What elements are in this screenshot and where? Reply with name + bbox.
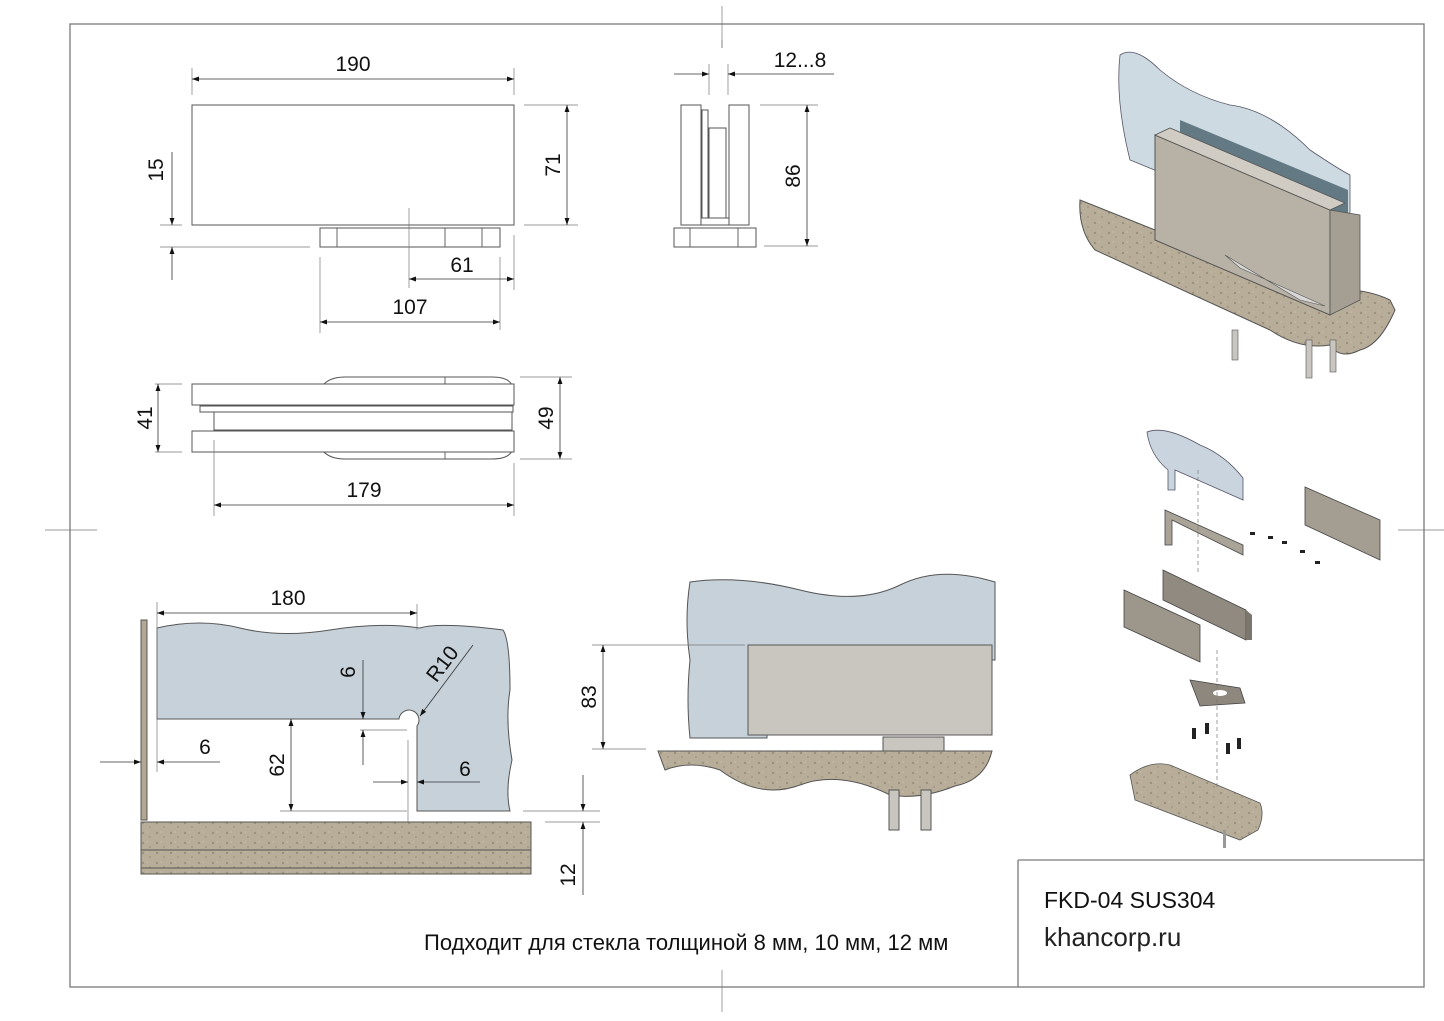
dim-base-offset: 15: [145, 158, 168, 181]
frame-border: [69, 23, 1425, 988]
hinge-body-front: [191, 104, 515, 226]
wall-section: [140, 619, 148, 821]
top-plate-upper: [191, 383, 515, 406]
dim-side-height: 86: [782, 164, 805, 187]
dim-front-height: 71: [542, 153, 565, 176]
exploded-screws: [1192, 532, 1320, 754]
exploded-cover-right: [1304, 486, 1381, 561]
dim-total-depth: 49: [535, 406, 558, 429]
glass-thickness-note: Подходит для стекла толщиной 8 мм, 10 мм…: [424, 930, 949, 955]
side-view: 12...8 86: [673, 40, 834, 248]
top-plate-lower: [191, 430, 515, 453]
glass-panel-installed: [686, 573, 996, 739]
isometric-exploded-view: [1123, 429, 1381, 848]
installed-view: 83: [578, 573, 996, 831]
side-plate-left: [680, 104, 702, 226]
floor-installed: [657, 750, 993, 797]
exploded-glass: [1146, 429, 1244, 501]
anchor-pin-2: [920, 789, 932, 831]
dim-glass-length: 180: [270, 587, 305, 610]
dim-front-width: 190: [335, 53, 370, 76]
exploded-glass-gasket: [1164, 509, 1244, 556]
top-cap-upper: [321, 376, 513, 386]
dim-glass-thickness: 12...8: [774, 49, 827, 72]
top-cap-lower: [321, 450, 513, 460]
side-plate-right: [728, 104, 750, 226]
title-block-website: khancorp.ru: [1044, 922, 1182, 952]
hinge-pivot-block: [882, 736, 945, 752]
dim-wall-gap: 6: [199, 736, 211, 759]
dim-floor-gap: 12: [557, 863, 580, 886]
exploded-cover-left: [1123, 589, 1201, 663]
anchor-pin-1: [888, 789, 900, 831]
dim-installed-height: 83: [578, 685, 601, 708]
exploded-floor-insert: [1129, 763, 1263, 841]
title-block-model: FKD-04 SUS304: [1044, 887, 1216, 913]
cutout-view: 180 R10 6 6 62 6 12: [100, 587, 600, 895]
dim-top-length: 179: [346, 479, 381, 502]
dim-notch-horizontal: 6: [459, 758, 471, 781]
front-view: 190 71 15 61 107: [145, 53, 578, 333]
top-view: 41 49 179: [134, 376, 572, 516]
dim-notch-vertical: 6: [337, 666, 360, 678]
dim-pivot-to-end: 61: [450, 254, 473, 277]
hinge-body-installed: [747, 644, 993, 736]
dim-notch-height: 62: [266, 753, 289, 776]
side-base: [673, 227, 757, 248]
floor-section: [140, 821, 532, 875]
dim-body-depth: 41: [134, 406, 157, 429]
hinge-base-front: [319, 227, 501, 248]
glass-panel-cutout: [156, 622, 513, 812]
isometric-assembled-view: [1079, 51, 1396, 379]
title-block: [1017, 859, 1424, 987]
dim-base-width: 107: [392, 296, 427, 319]
